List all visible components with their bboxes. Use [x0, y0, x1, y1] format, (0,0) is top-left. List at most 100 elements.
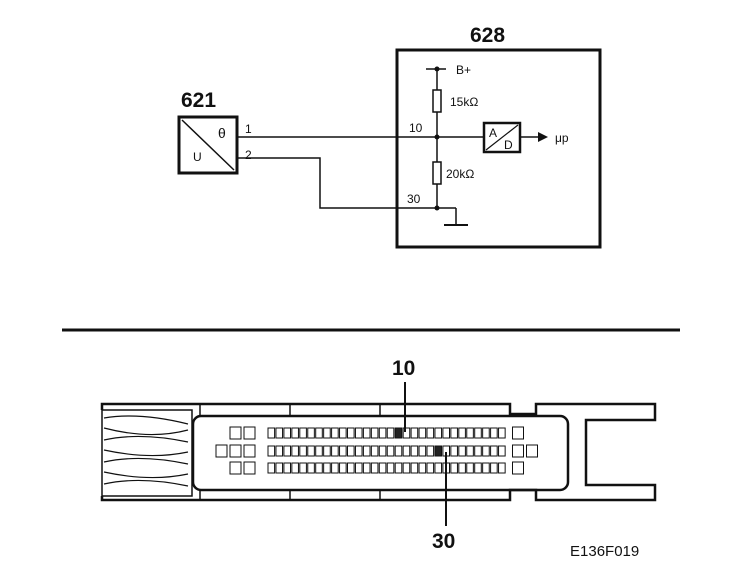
terminal: [450, 445, 458, 457]
terminal: [267, 427, 276, 439]
harness-wires: [237, 136, 437, 209]
terminal: [402, 462, 411, 474]
terminal: [418, 445, 427, 457]
terminal: [315, 427, 323, 439]
bundle-wire: [103, 435, 189, 443]
terminal: [354, 427, 363, 439]
terminal: [466, 462, 474, 474]
terminal: [458, 445, 466, 457]
terminal: [362, 427, 371, 439]
terminal: [490, 427, 498, 439]
terminal: [299, 427, 307, 439]
bundle-wire: [103, 479, 189, 487]
terminal: [378, 445, 387, 457]
terminal: [434, 427, 443, 439]
terminal: [347, 462, 355, 474]
sensor-pin-2-label: 2: [245, 148, 252, 162]
terminal-large: [243, 426, 256, 440]
terminal: [283, 427, 291, 439]
bundle-wire: [103, 427, 189, 436]
terminal: [275, 445, 284, 457]
bundle-wire: [103, 457, 189, 465]
terminal: [378, 462, 387, 474]
terminal-highlighted: [394, 427, 403, 439]
terminal-large: [229, 461, 242, 475]
resistor-15k: [432, 89, 442, 113]
terminal: [442, 427, 450, 439]
terminal: [315, 445, 323, 457]
terminal: [275, 427, 284, 439]
supply-label: B+: [456, 63, 471, 77]
terminal: [474, 445, 482, 457]
terminal: [323, 462, 331, 474]
terminal-large: [229, 444, 242, 458]
terminal: [386, 427, 395, 439]
sensor-621: 621 θ U 1 2: [177, 89, 252, 175]
terminal: [347, 445, 355, 457]
terminal: [331, 462, 339, 474]
bundle-outline: [101, 409, 193, 497]
terminal: [386, 462, 395, 474]
terminal: [498, 427, 506, 439]
terminal: [482, 427, 490, 439]
sensor-u-glyph: U: [193, 150, 202, 164]
terminal-large: [229, 426, 242, 440]
terminal: [426, 427, 435, 439]
terminal: [354, 462, 363, 474]
terminal: [370, 445, 379, 457]
terminal: [347, 427, 355, 439]
terminal: [474, 462, 482, 474]
terminal-large: [512, 461, 524, 475]
terminal-highlighted: [434, 445, 443, 457]
terminal: [418, 427, 427, 439]
terminal: [434, 462, 443, 474]
terminal: [370, 462, 379, 474]
terminal: [283, 445, 291, 457]
terminal-large: [526, 444, 538, 458]
terminal: [291, 445, 299, 457]
terminal: [291, 427, 299, 439]
output-label: μp: [555, 131, 569, 145]
terminal-large: [512, 444, 524, 458]
terminal: [498, 445, 506, 457]
terminal: [331, 427, 339, 439]
terminal: [378, 427, 387, 439]
terminal-large: [243, 461, 256, 475]
output-arrow: [538, 132, 548, 142]
terminal: [450, 427, 458, 439]
terminal: [490, 462, 498, 474]
terminal: [299, 445, 307, 457]
terminal: [466, 427, 474, 439]
sensor-box: [177, 115, 239, 175]
terminal: [410, 427, 419, 439]
adc-a-label: A: [489, 126, 497, 140]
figure-code: E136F019: [570, 543, 639, 560]
terminal: [458, 462, 466, 474]
wire-bundle: [101, 409, 193, 497]
control-unit-id-label: 628: [470, 24, 505, 47]
sensor-theta-glyph: θ: [218, 125, 226, 141]
terminal: [402, 427, 411, 439]
terminal: [482, 445, 490, 457]
terminal: [307, 427, 315, 439]
ecu-connector: 10 30: [100, 357, 657, 553]
callout-30-label: 30: [432, 530, 455, 553]
terminal: [410, 445, 419, 457]
terminal: [339, 427, 347, 439]
terminal: [474, 427, 482, 439]
pin-30-label: 30: [407, 192, 421, 206]
terminal: [267, 445, 276, 457]
terminal: [498, 462, 506, 474]
terminal: [394, 445, 403, 457]
terminal: [299, 462, 307, 474]
terminal: [362, 445, 371, 457]
terminal: [275, 462, 284, 474]
terminal: [307, 462, 315, 474]
terminal: [426, 445, 435, 457]
terminal: [291, 462, 299, 474]
terminal: [410, 462, 419, 474]
resistor-15k-label: 15kΩ: [450, 95, 478, 109]
terminal: [283, 462, 291, 474]
callout-10-label: 10: [392, 357, 415, 380]
terminal: [267, 462, 276, 474]
